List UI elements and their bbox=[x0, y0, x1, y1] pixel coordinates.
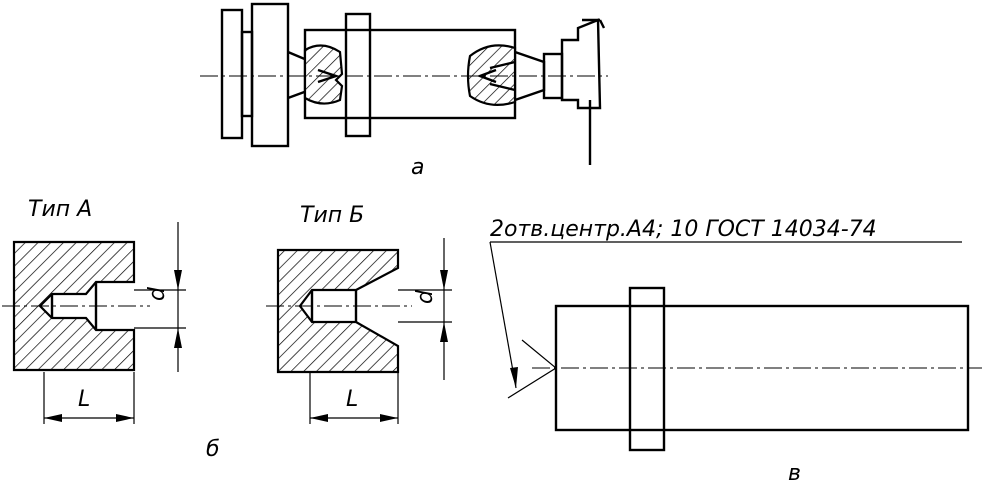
centre-hole-callout: 2отв.центр.А4; 10 ГОСТ 14034-74 bbox=[490, 217, 877, 242]
dimension-d-type-b bbox=[398, 238, 452, 380]
dimension-L-type-b bbox=[309, 372, 399, 424]
dim-L-type-b-label: L bbox=[346, 387, 358, 412]
dimension-L-type-a bbox=[43, 372, 135, 424]
view-v-shaft bbox=[507, 286, 982, 452]
view-a-label: а bbox=[411, 155, 424, 180]
dim-d-type-b-label: d bbox=[413, 289, 438, 304]
centre-hole-type-b-section bbox=[266, 248, 412, 374]
dim-d-type-a-label: d bbox=[145, 286, 170, 301]
callout-leader bbox=[489, 241, 962, 389]
view-v-label: в bbox=[788, 461, 801, 486]
dimension-d-type-a bbox=[134, 222, 186, 372]
centre-hole-type-a-section bbox=[2, 240, 150, 372]
type-b-label: Тип Б bbox=[300, 203, 364, 228]
view-b-label: б bbox=[206, 437, 220, 462]
dim-L-type-a-label: L bbox=[78, 387, 90, 412]
type-a-label: Тип А bbox=[28, 197, 92, 222]
view-a-lathe-setup bbox=[200, 2, 608, 165]
